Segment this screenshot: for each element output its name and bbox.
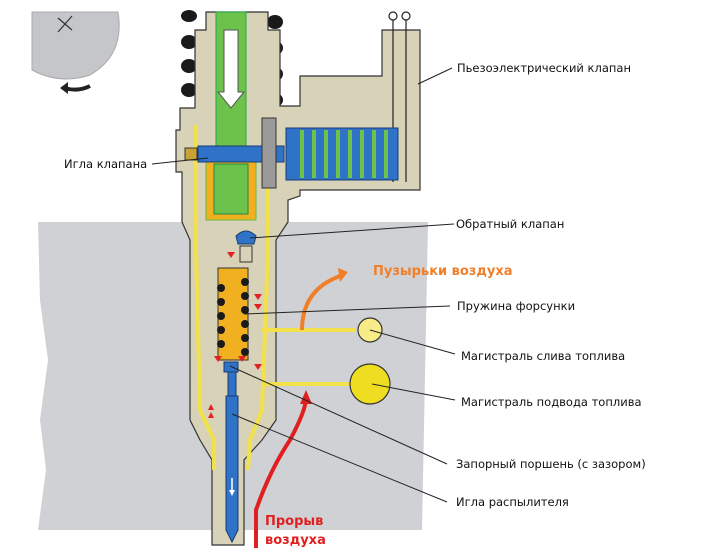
- label-air-breakthrough-1: Прорыв: [265, 514, 323, 529]
- label-fuel-return-line: Магистраль слива топлива: [461, 349, 625, 363]
- fuel-channels: [194, 125, 355, 471]
- injector-spring-part: [217, 267, 249, 361]
- label-injector-spring: Пружина форсунки: [457, 299, 575, 313]
- label-sealing-piston: Запорный поршень (с зазором): [456, 457, 646, 471]
- label-fuel-supply-line: Магистраль подвода топлива: [461, 395, 642, 409]
- label-check-valve: Обратный клапан: [456, 217, 564, 231]
- label-air-breakthrough-2: воздуха: [265, 533, 326, 548]
- fuel-supply-port: [349, 363, 391, 405]
- check-valve-part: [235, 230, 257, 263]
- fuel-flow-arrows: [208, 252, 262, 418]
- flow-arrow-icon: [216, 29, 246, 109]
- leader-lines: [151, 67, 456, 503]
- nozzle-needle-part: [223, 361, 239, 544]
- air-bubbles-arrowhead-icon: [338, 268, 348, 282]
- camshaft-icon: [31, 11, 120, 94]
- label-piezo-valve: Пьезоэлектрический клапан: [457, 61, 631, 75]
- air-bubbles-arrow: [300, 274, 341, 331]
- label-nozzle-needle: Игла распылителя: [456, 495, 569, 509]
- air-breakthrough-arrow: [254, 397, 308, 548]
- label-valve-needle: Игла клапана: [64, 157, 147, 171]
- label-air-bubbles: Пузырьки воздуха: [373, 264, 513, 279]
- air-breakthrough-arrowhead-icon: [300, 390, 312, 404]
- piezo-stack: [261, 117, 399, 189]
